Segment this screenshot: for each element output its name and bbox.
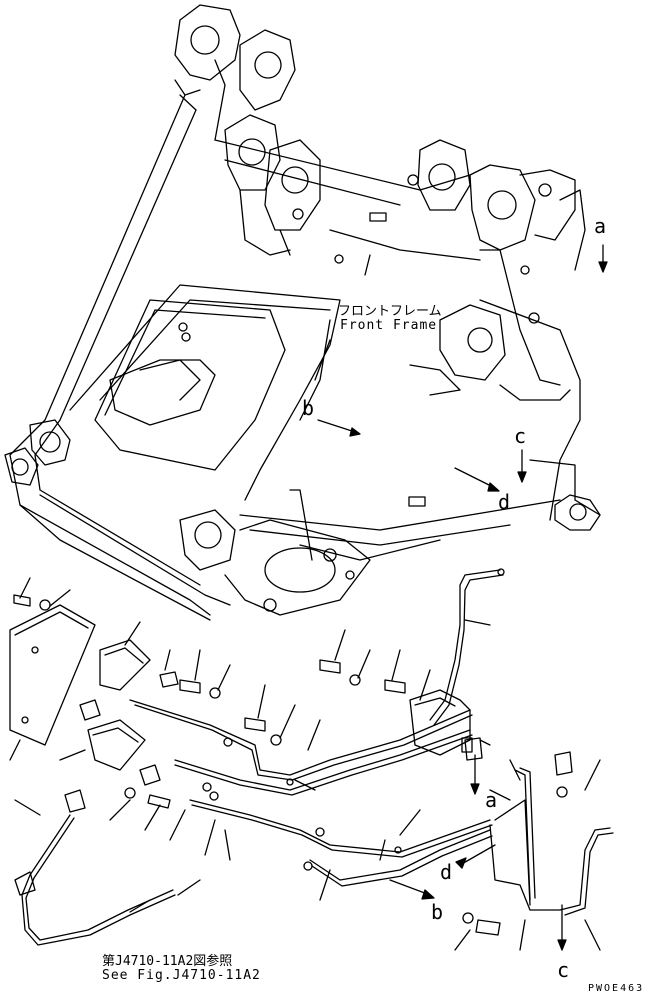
frame-label-japanese: フロントフレーム [338, 304, 442, 319]
reference-label-english: See Fig.J4710-11A2 [102, 968, 261, 983]
callout-c-low: c [557, 958, 570, 982]
reference-label-japanese: 第J4710-11A2図参照 [102, 954, 233, 969]
hardware [9, 577, 601, 951]
callout-a-low: a [485, 788, 498, 812]
front-frame [4, 4, 601, 621]
callout-c-mid: c [514, 424, 527, 448]
callout-d-mid: d [498, 490, 511, 514]
drawing-code: PWOE463 [588, 983, 645, 994]
frame-label-english: Front Frame [340, 318, 438, 333]
callout-a-top: a [594, 214, 607, 238]
hose-piping [14, 568, 614, 946]
callout-d-low: d [440, 860, 453, 884]
callout-arrows [314, 244, 608, 951]
callout-b-mid: b [302, 396, 315, 420]
callout-b-low: b [431, 900, 444, 924]
